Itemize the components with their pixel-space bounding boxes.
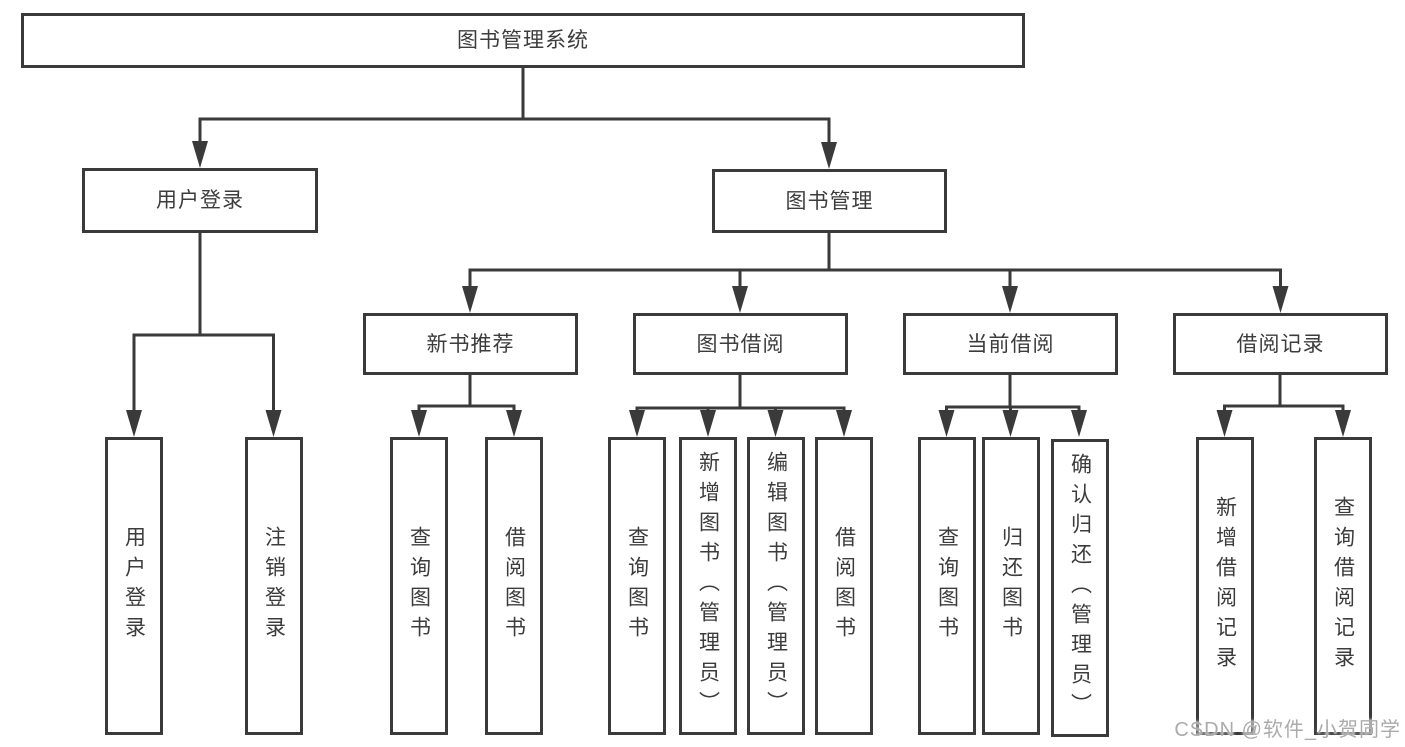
leaf-add-books-admin: 新增图书（管理员） xyxy=(679,437,737,735)
leaf-query-books-recommend: 查询图书 xyxy=(390,437,448,735)
node-borrow-records: 借阅记录 xyxy=(1173,313,1388,375)
leaf-user-login: 用户登录 xyxy=(105,437,163,735)
node-current-borrow: 当前借阅 xyxy=(903,313,1118,375)
leaf-add-borrow-record: 新增借阅记录 xyxy=(1196,437,1254,735)
leaf-borrow-books-recommend: 借阅图书 xyxy=(485,437,543,735)
leaf-edit-books-admin: 编辑图书（管理员） xyxy=(747,437,805,735)
leaf-borrow-books: 借阅图书 xyxy=(815,437,873,735)
leaf-query-books-current: 查询图书 xyxy=(918,437,976,735)
leaf-query-books-borrow: 查询图书 xyxy=(608,437,666,735)
node-new-book-recommend: 新书推荐 xyxy=(363,313,578,375)
arrowheads xyxy=(126,141,1351,437)
node-user-login: 用户登录 xyxy=(82,168,318,233)
node-book-management: 图书管理 xyxy=(712,169,947,233)
node-book-borrow: 图书借阅 xyxy=(633,313,848,375)
leaf-confirm-return-admin: 确认归还（管理员） xyxy=(1051,439,1109,737)
node-root-library-system: 图书管理系统 xyxy=(21,13,1025,68)
leaf-logout: 注销登录 xyxy=(245,437,303,735)
leaf-query-borrow-record: 查询借阅记录 xyxy=(1314,437,1372,735)
leaf-return-books: 归还图书 xyxy=(982,437,1040,735)
